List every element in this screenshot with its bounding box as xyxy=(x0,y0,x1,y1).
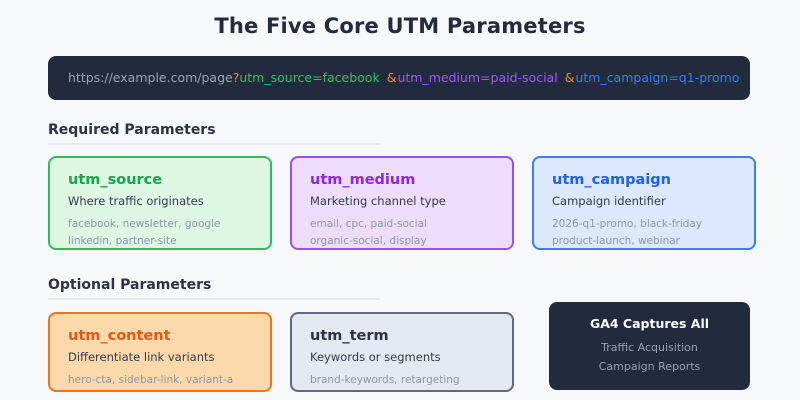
param-card-examples-line-2: linkedin, partner-site xyxy=(68,235,177,247)
param-card-utm-campaign[interactable]: utm_campaign Campaign identifier 2026-q1… xyxy=(532,156,756,250)
url-base-text: https://example.com/page xyxy=(68,70,233,85)
param-card-examples-line-1: email, cpc, paid-social xyxy=(310,218,427,230)
param-card-description: Keywords or segments xyxy=(310,350,441,364)
ga4-captures-all-panel: GA4 Captures All Traffic Acquisition Cam… xyxy=(549,302,750,390)
param-card-title: utm_source xyxy=(68,172,163,188)
url-ampersand-1: & xyxy=(386,70,397,85)
param-card-examples-line-1: facebook, newsletter, google xyxy=(68,218,221,230)
param-card-utm-term[interactable]: utm_term Keywords or segments brand-keyw… xyxy=(290,312,514,392)
param-card-description: Marketing channel type xyxy=(310,194,446,208)
section-divider-optional xyxy=(48,298,380,300)
url-question-mark: ? xyxy=(232,70,240,85)
param-card-utm-source[interactable]: utm_source Where traffic originates face… xyxy=(48,156,272,250)
param-card-title: utm_campaign xyxy=(552,172,671,188)
page-title: The Five Core UTM Parameters xyxy=(214,14,586,38)
param-card-examples-line-1: brand-keywords, retargeting xyxy=(310,374,460,386)
param-card-title: utm_medium xyxy=(310,172,416,188)
url-utm-campaign-param: utm_campaign=q1-promo xyxy=(575,70,740,85)
param-card-title: utm_content xyxy=(68,328,171,344)
url-utm-medium-param: utm_medium=paid-social xyxy=(397,70,558,85)
url-example-bar: https://example.com/page?utm_source=face… xyxy=(48,56,750,100)
param-card-utm-content[interactable]: utm_content Differentiate link variants … xyxy=(48,312,272,392)
section-divider-required xyxy=(48,143,380,145)
param-card-examples-line-1: 2026-q1-promo, black-friday xyxy=(552,218,703,230)
ga4-panel-title: GA4 Captures All xyxy=(589,316,710,331)
url-utm-source-param: utm_source=facebook xyxy=(239,70,380,85)
param-card-description: Where traffic originates xyxy=(68,194,204,208)
param-card-utm-medium[interactable]: utm_medium Marketing channel type email,… xyxy=(290,156,514,250)
param-card-examples-line-2: organic-social, display xyxy=(310,235,427,247)
section-heading-optional: Optional Parameters xyxy=(48,277,212,293)
url-ampersand-2: & xyxy=(564,70,575,85)
param-card-description: Differentiate link variants xyxy=(68,350,215,364)
section-heading-required: Required Parameters xyxy=(48,122,216,138)
ga4-panel-line-1: Traffic Acquisition xyxy=(601,341,698,354)
ga4-panel-line-2: Campaign Reports xyxy=(598,360,701,373)
param-card-examples-line-2: product-launch, webinar xyxy=(552,235,680,247)
param-card-title: utm_term xyxy=(310,328,389,344)
param-card-examples-line-1: hero-cta, sidebar-link, variant-a xyxy=(68,374,234,386)
param-card-description: Campaign identifier xyxy=(552,194,666,208)
